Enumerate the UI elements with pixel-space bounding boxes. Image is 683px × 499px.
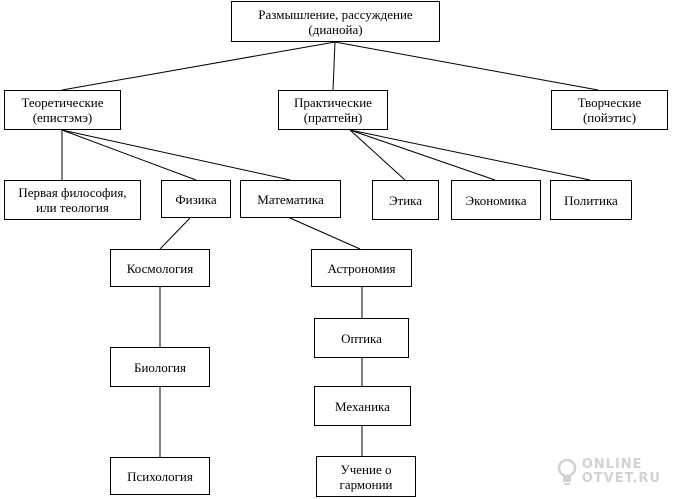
node-theoretical: Теоретические (епистэмэ): [4, 90, 121, 130]
node-economics: Экономика: [451, 180, 541, 220]
edge-theoretical-mathematics: [61, 129, 291, 181]
edge-theoretical-physics: [61, 129, 197, 181]
node-biology: Биология: [110, 347, 210, 387]
watermark-line-2: OTVET.RU: [581, 471, 661, 486]
edge-mathematics-astronomy: [289, 217, 361, 250]
node-ethics: Этика: [372, 180, 439, 220]
edge-practical-economics: [349, 129, 496, 181]
node-cosmology: Космология: [110, 249, 210, 287]
edge-practical-politics: [349, 129, 591, 181]
node-first-philosophy: Первая философия, или теология: [4, 180, 141, 220]
node-practical: Практические (праттейн): [278, 90, 388, 130]
node-optics: Оптика: [314, 318, 409, 358]
node-astronomy: Астрономия: [311, 249, 412, 287]
node-physics: Физика: [161, 180, 231, 218]
edge-root-theoretical: [61, 41, 336, 91]
node-politics: Политика: [550, 180, 632, 220]
edge-root-practical: [332, 41, 336, 91]
edge-physics-cosmology: [159, 217, 191, 250]
node-mechanics: Механика: [314, 386, 411, 426]
node-psychology: Психология: [110, 457, 210, 495]
watermark: ONLINE OTVET.RU: [556, 457, 661, 487]
node-mathematics: Математика: [240, 180, 341, 218]
edge-root-creative: [334, 41, 599, 91]
watermark-line-1: ONLINE: [581, 457, 643, 472]
node-creative: Творческие (пойэтис): [551, 90, 668, 130]
node-root: Размышление, рассуждение (дианойа): [231, 1, 440, 42]
edge-practical-ethics: [349, 129, 406, 181]
lightbulb-icon: [557, 458, 576, 485]
node-harmony: Учение о гармонии: [316, 456, 416, 497]
